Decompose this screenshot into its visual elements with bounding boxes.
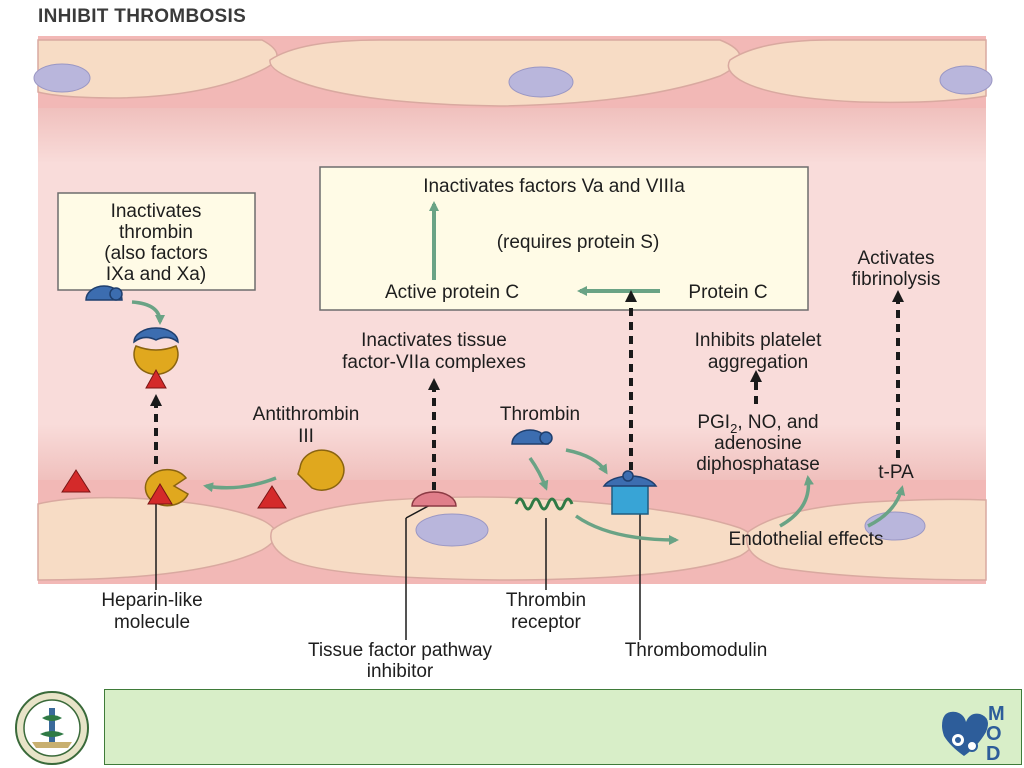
endothelial-to-tpa-arrow [867, 485, 906, 528]
box-line-4: IXa and Xa) [106, 264, 206, 285]
tfpi-label-line-1: Tissue factor pathway [308, 640, 493, 661]
heparin-triangle-right [257, 485, 287, 509]
thrombomodulin-label: Thrombomodulin [625, 640, 768, 661]
top-endothelium [33, 39, 993, 107]
footer-bar [104, 689, 1022, 765]
thrombin-receptor-shape [514, 497, 574, 511]
page-title: INHIBIT THROMBOSIS [38, 6, 247, 27]
antithrombin-label-line-1: Antithrombin [253, 404, 360, 425]
fibrinolysis-label: fibrinolysis [852, 269, 941, 290]
pgi2-subscript: 2 [730, 421, 737, 436]
heparin-label-line-2: molecule [114, 612, 190, 633]
active-protein-c-text: Active protein C [385, 282, 519, 303]
protein-c-box: Inactivates factors Va and VIIIa (requir… [319, 166, 809, 311]
tfpi-effect-line-2: factor-VIIa complexes [342, 352, 526, 373]
thrombin-label: Thrombin [500, 404, 580, 425]
thrombin-molecule-top [85, 285, 123, 301]
university-seal-icon [15, 691, 89, 765]
box-line-2: thrombin [119, 222, 193, 243]
activates-label: Activates [857, 248, 934, 269]
protein-s-text: (requires protein S) [497, 232, 660, 253]
tfpi-effect-line-1: Inactivates tissue [361, 330, 507, 351]
pgi2-rest: , NO, and [737, 412, 818, 433]
endothelial-to-pgi2-arrow [779, 475, 814, 528]
thrombin-molecule-free [511, 429, 553, 445]
receptor-to-endothelial-arrow [574, 514, 679, 545]
protein-c-top-text: Inactivates factors Va and VIIIa [423, 176, 685, 197]
platelet-effect-line-2: aggregation [708, 352, 808, 373]
antithrombin-binding-arrow [203, 476, 277, 493]
box-line-3: (also factors [104, 243, 207, 264]
antithrombin-effect-box: Inactivates thrombin (also factors IXa a… [57, 192, 256, 291]
antithrombin-complex [133, 327, 179, 389]
antithrombin-on-heparin [144, 468, 189, 507]
thrombin-to-thrombomodulin-arrow [565, 448, 608, 475]
thrombosis-diagram: Inactivates thrombin (also factors IXa a… [33, 36, 993, 682]
receptor-label-line-1: Thrombin [506, 590, 586, 611]
endothelial-effects-label: Endothelial effects [729, 529, 884, 550]
thrombin-binding-arrow [131, 300, 165, 325]
antithrombin-free [297, 449, 345, 491]
tpa-label: t-PA [878, 462, 914, 483]
mod-logo-icon: M O D [942, 703, 1005, 762]
platelet-effect-line-1: Inhibits platelet [695, 330, 822, 351]
heparin-triangle-left [61, 469, 91, 493]
thrombin-to-receptor-arrow [528, 456, 549, 491]
thrombomodulin-shape [602, 470, 658, 515]
pgi2-label: PGI2, NO, and [697, 412, 818, 436]
mod-letter-d: D [986, 743, 1000, 762]
box-line-1: Inactivates [111, 201, 202, 222]
diphosphatase-label: diphosphatase [696, 454, 820, 475]
mod-letter-o: O [986, 723, 1002, 745]
tfpi-dome [411, 491, 457, 507]
bottom-endothelium [37, 496, 987, 581]
heparin-label-line-1: Heparin-like [101, 590, 202, 611]
receptor-label-line-2: receptor [511, 612, 581, 633]
protein-c-text: Protein C [688, 282, 767, 303]
antithrombin-label-line-2: III [298, 426, 314, 447]
pgi2-text: PGI [697, 412, 730, 433]
mod-letter-m: M [988, 703, 1005, 725]
adenosine-label: adenosine [714, 433, 802, 454]
tfpi-label-line-2: inhibitor [367, 661, 434, 682]
